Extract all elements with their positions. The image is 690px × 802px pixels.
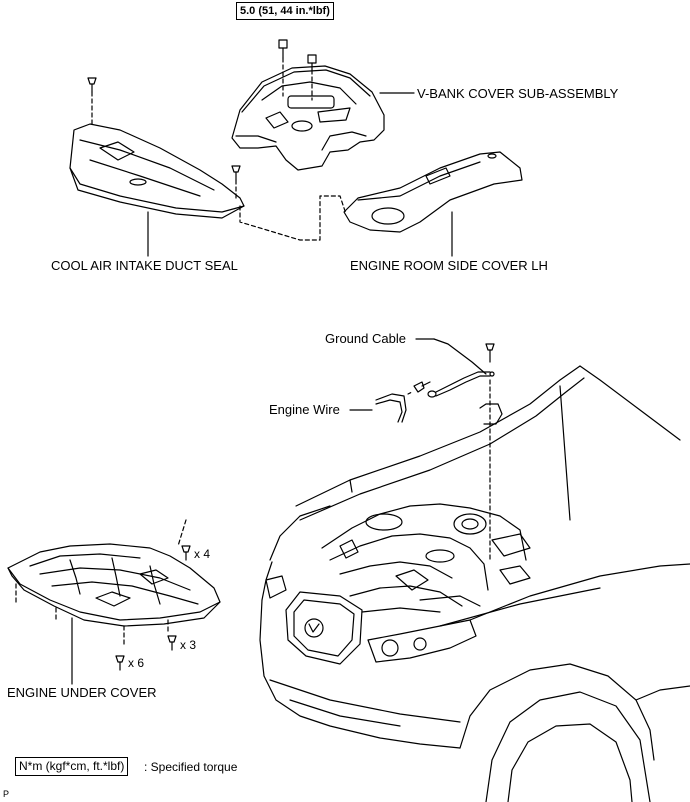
assembly-guide-line [239, 195, 347, 241]
engine-under-cover-label: ENGINE UNDER COVER [7, 685, 157, 700]
bolt-icon [485, 343, 495, 363]
legend-description: : Specified torque [144, 760, 238, 774]
leader-line [433, 338, 487, 375]
corner-mark: P [3, 789, 10, 799]
middle-clip-quantity: x 3 [180, 638, 197, 652]
clip-icon [167, 635, 177, 651]
cool-air-intake-duct-seal-part [69, 123, 245, 219]
ground-cable-label: Ground Cable [325, 331, 406, 346]
engine-wire-label: Engine Wire [269, 402, 340, 417]
clip-guide-line [177, 519, 187, 547]
clip-icon [231, 165, 241, 181]
engine-under-cover-part [7, 543, 221, 627]
clip-icon [307, 54, 317, 71]
upper-clip-quantity: x 4 [194, 547, 211, 561]
engine-wire-part [375, 393, 407, 423]
wire-guide-line [407, 391, 413, 395]
bolt-guide-line [15, 583, 169, 645]
v-bank-cover-part [231, 65, 385, 171]
ground-cable-part [427, 371, 495, 398]
engine-room-side-cover-lh-label: ENGINE ROOM SIDE COVER LH [350, 258, 548, 273]
v-bank-cover-label: V-BANK COVER SUB-ASSEMBLY [417, 86, 619, 101]
engine-room-side-cover-lh-part [343, 151, 523, 233]
torque-bolt-icon [278, 39, 288, 59]
torque-spec-box: 5.0 (51, 44 in.*lbf) [236, 2, 334, 21]
bolt-icon [413, 381, 431, 393]
lower-bolt-quantity: x 6 [128, 656, 145, 670]
vehicle-front-illustration [259, 365, 690, 802]
legend-unit-box: N*m (kgf*cm, ft.*lbf) [15, 757, 129, 777]
clip-icon [181, 545, 191, 561]
cool-air-intake-duct-seal-label: COOL AIR INTAKE DUCT SEAL [51, 258, 238, 273]
bolt-icon [115, 655, 125, 671]
clip-icon [87, 77, 97, 93]
